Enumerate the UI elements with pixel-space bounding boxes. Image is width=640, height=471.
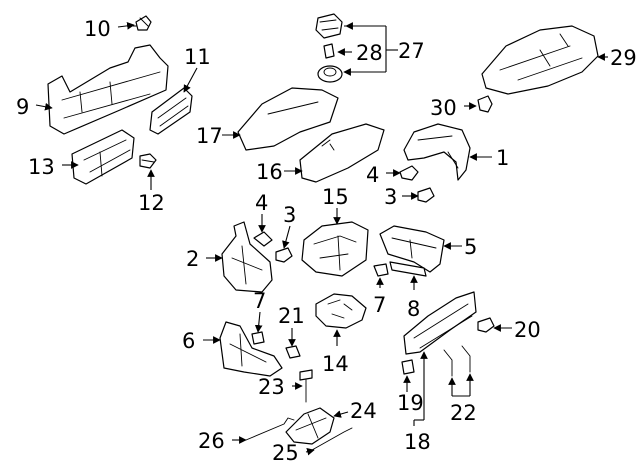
callout-27: 27: [398, 39, 425, 63]
callout-14: 14: [322, 352, 349, 376]
part-4-clip-right: [399, 165, 419, 181]
part-3-screw-left: [275, 247, 293, 263]
callout-8: 8: [407, 297, 420, 321]
part-25-wrench: [311, 427, 353, 451]
callout-1: 1: [496, 146, 509, 170]
callout-11: 11: [184, 45, 211, 69]
part-22-brackets: [443, 345, 471, 377]
callout-3-right: 3: [384, 185, 397, 209]
callout-19: 19: [397, 391, 424, 415]
part-9-trim-panel: [47, 44, 169, 135]
part-28-stud: [323, 43, 335, 59]
part-6-bracket: [219, 321, 283, 377]
callout-25: 25: [272, 441, 299, 465]
callout-3-left: 3: [283, 203, 296, 227]
callout-21: 21: [278, 304, 305, 328]
callout-18: 18: [404, 430, 431, 454]
part-17-mat: [237, 87, 339, 151]
part-24-jack: [285, 407, 335, 445]
part-7-clip-right: [373, 263, 389, 277]
callout-17: 17: [196, 124, 223, 148]
part-15-tray: [301, 221, 369, 277]
callout-10: 10: [84, 17, 111, 41]
callout-26: 26: [198, 429, 225, 453]
callout-23: 23: [258, 375, 285, 399]
part-11-bracket: [149, 87, 193, 135]
part-12-bolt: [139, 153, 157, 169]
part-10-clip: [132, 15, 152, 31]
callout-7-left: 7: [253, 289, 266, 313]
part-5-box: [379, 225, 445, 273]
callout-9: 9: [16, 95, 29, 119]
callout-4-right: 4: [366, 163, 379, 187]
part-4-clip-left: [253, 231, 273, 247]
callout-24: 24: [350, 399, 377, 423]
part-29-tire-cover: [481, 25, 599, 95]
part-14-holder: [315, 293, 367, 329]
part-16-floor-board: [299, 123, 385, 183]
part-18-trim: [403, 291, 477, 355]
callout-4-left: 4: [255, 191, 268, 215]
callout-6: 6: [182, 329, 195, 353]
callout-numbers: 10 9 11 13 12 17 16 28 27 29 30 1 4 3 15…: [16, 17, 637, 465]
part-23-bolt: [299, 369, 313, 403]
callout-15: 15: [322, 185, 349, 209]
part-30-fastener: [477, 95, 493, 113]
callout-20: 20: [514, 318, 541, 342]
part-21-clip: [285, 345, 301, 359]
callout-12: 12: [138, 191, 165, 215]
part-20-screw: [477, 317, 495, 333]
callout-22: 22: [450, 401, 477, 425]
callout-7-right: 7: [373, 293, 386, 317]
part-7-clip-left: [251, 331, 265, 345]
part-13-cover: [71, 129, 135, 185]
part-3-screw-right: [417, 187, 435, 203]
part-19-retainer: [401, 359, 415, 375]
part-27-mount: [315, 13, 343, 39]
leader-lines: [35, 22, 608, 456]
part-26-handle: [245, 417, 295, 441]
callout-2: 2: [186, 247, 199, 271]
callout-30: 30: [430, 96, 457, 120]
callout-16: 16: [256, 160, 283, 184]
callout-13: 13: [28, 155, 55, 179]
callout-29: 29: [610, 46, 637, 70]
part-8-pad: [389, 261, 427, 277]
callout-28: 28: [356, 41, 383, 65]
part-2-bracket: [221, 221, 273, 293]
part-1-liner: [403, 123, 471, 181]
part-27-bumper: [317, 65, 343, 83]
callout-5: 5: [464, 235, 477, 259]
